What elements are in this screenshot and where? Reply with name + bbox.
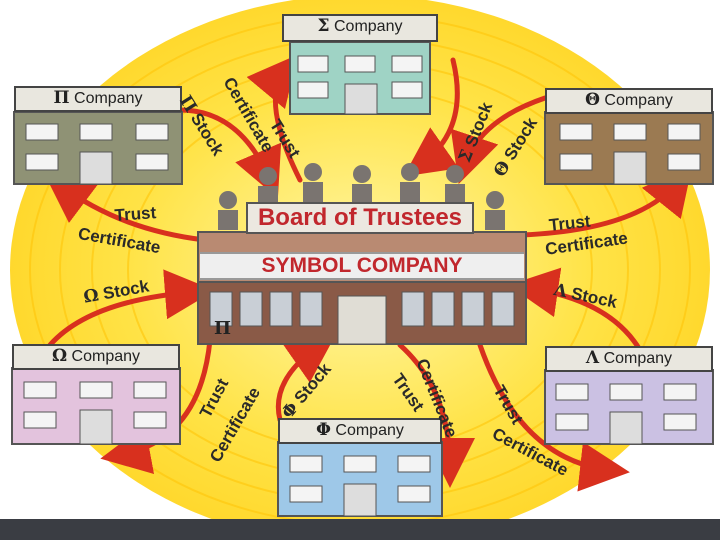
company-label: Company [603, 350, 673, 367]
sign-lambda-company: Λ Company [545, 346, 713, 372]
arrow-lambda-stock [508, 267, 643, 353]
arrow-trust-right [519, 164, 693, 238]
arrow-trust-bc [397, 342, 475, 488]
arrow-omega-stock [47, 269, 215, 348]
arrow-pi-stock [177, 107, 282, 199]
pi-symbol: Π [53, 88, 70, 108]
facade-pi-symbol: Π [214, 318, 231, 339]
company-label: Company [604, 92, 673, 109]
sigma-symbol: Σ [317, 16, 330, 36]
board-of-trustees-sign: Board of Trustees [246, 202, 474, 234]
arrow-theta-stock [450, 95, 548, 184]
sign-phi-company: Φ Company [278, 418, 442, 444]
arrow-trust-top [246, 54, 303, 183]
arrow-trust-left [43, 173, 208, 243]
label-trust-left: Trust [114, 203, 157, 225]
sign-omega-company: Ω Company [12, 344, 180, 370]
arrow-phi-stock [275, 333, 337, 423]
phi-symbol: Φ [316, 420, 331, 440]
omega-symbol: Ω [51, 346, 68, 366]
lambda-symbol: Λ [585, 348, 600, 368]
arrow-trust-br [477, 342, 630, 492]
company-label: Company [335, 422, 404, 439]
symbol-company-sign: SYMBOL COMPANY [200, 252, 524, 280]
company-label: Company [334, 18, 403, 35]
arrow-sigma-stock [403, 57, 460, 177]
sign-theta-company: Θ Company [545, 88, 713, 114]
sign-sigma-company: Σ Company [282, 14, 438, 42]
arrow-trust-bl [100, 337, 213, 475]
arrows [43, 54, 693, 492]
sign-pi-company: Π Company [14, 86, 182, 112]
theta-symbol: Θ [585, 90, 600, 110]
company-label: Company [71, 348, 141, 365]
trustees [218, 163, 505, 230]
company-label: Company [74, 90, 143, 107]
slide-footer-bar [0, 519, 720, 540]
